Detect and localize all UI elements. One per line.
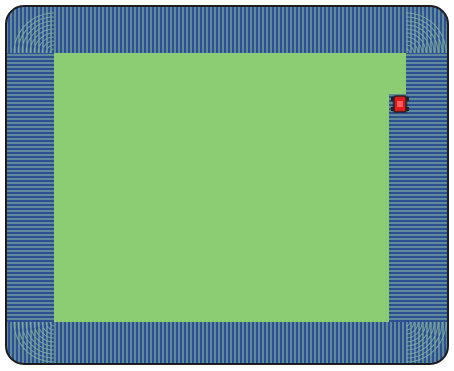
field-uncovered-area	[54, 53, 406, 322]
mower-icon[interactable]	[391, 95, 409, 113]
headland-bottom	[6, 322, 448, 364]
headland-left	[6, 53, 54, 322]
headland-top	[6, 6, 448, 53]
